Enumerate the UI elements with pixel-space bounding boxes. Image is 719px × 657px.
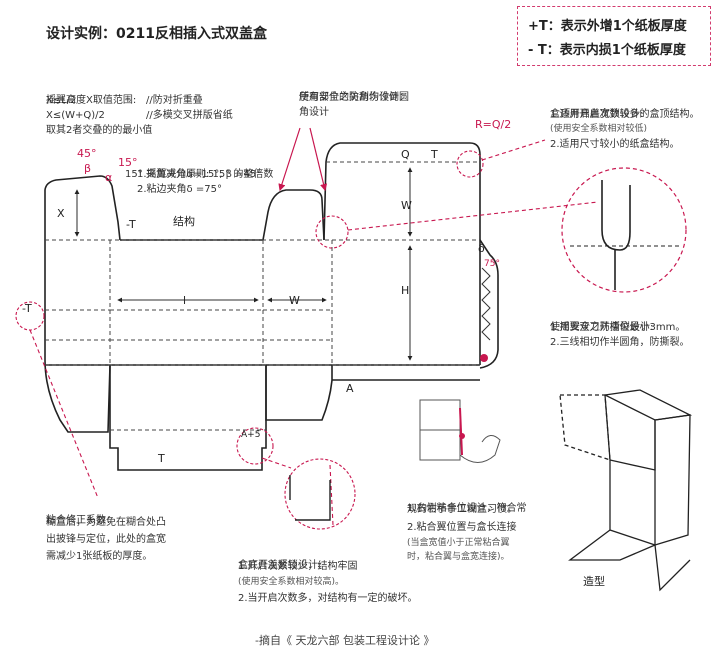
dieline-outline: [44, 142, 499, 471]
note-bottom: 盒底开盖紧锁设计: 1.开启次数较少，结构牢固 (使用安全系数相对较高)。 2.…: [238, 560, 418, 604]
label-height: H: [401, 284, 409, 297]
legend-plus-t: +T：表示外增1个纸板厚度: [528, 19, 687, 34]
label-a-plus-5: A+5: [241, 430, 260, 440]
label-45deg: 45°: [77, 147, 97, 160]
note-safety-corner: 使用安全之防刮伤设计： 所有部位的尖角均作倒圆 角设计: [299, 92, 409, 118]
label-t-bottom: T: [157, 452, 165, 465]
legend-minus-t: - T：表示内损1个纸板厚度: [528, 43, 686, 58]
label-15deg: 15°: [118, 156, 138, 169]
note-glue-position: 1.右侧粘合位设计，符合常 规的右手手工糊盒习惯。 2.粘合翼位置与盒长连接 (…: [407, 503, 527, 562]
label-x: X: [57, 207, 65, 220]
label-radius: R=Q/2: [475, 118, 511, 131]
callout-leaders: [29, 139, 599, 526]
label-width: W: [289, 294, 300, 307]
label-75deg: 75°: [484, 259, 500, 269]
note-flap-height: 摇翼高度X取值范围: X≤L/2 //防对折重叠 X≤(W+Q)/2 //多模交…: [46, 95, 233, 136]
note-angle: 15° 夹角减分原则: 15° 的整倍数 1.摇翼夹角α=15°, β =45°…: [125, 169, 274, 195]
credit: -摘自《 天龙六部 包装工程设计论 》: [255, 634, 435, 647]
legend-box: +T：表示外增1个纸板厚度 - T：表示内损1个纸板厚度: [517, 6, 711, 66]
label-t: T: [430, 148, 438, 161]
label-minus-t: -T: [126, 218, 136, 231]
glue-tab-zigzag: [481, 267, 491, 341]
note-top-lid: 盒顶开启盖宽锁设计: 1.适用开启次数较多的盒顶结构。 (使用安全系数相对较低)…: [550, 109, 700, 150]
label-w-top: W: [401, 199, 412, 212]
glue-dot: [480, 354, 488, 362]
label-q: Q: [401, 148, 410, 161]
callout-circles: [15, 150, 484, 530]
note-glue-fix: 粘合修正系数： 糊盒后，为避免在糊合处凸 出披锋与定位，此处的盒宽 需减少1张纸…: [46, 515, 166, 562]
note-tear: 使用安全之防撕裂设计: 1.摇翼双刀开槽位最小3mm。 2.三线相切作半圆角，防…: [550, 322, 690, 348]
detail-lid: [561, 167, 687, 293]
label-minus-t-left: -T: [22, 302, 32, 315]
page-title: 设计实例：0211反相插入式双盖盒: [46, 26, 267, 42]
label-shape: 造型: [583, 574, 605, 588]
label-length: l: [183, 294, 186, 307]
box-3d-shape: [559, 389, 693, 592]
label-beta: β: [84, 162, 91, 175]
label-a: A: [346, 382, 354, 395]
glue-hand-illustration: [419, 399, 501, 463]
fold-lines: [45, 161, 480, 431]
label-alpha: α: [105, 171, 112, 184]
label-delta: δ: [478, 242, 485, 255]
detail-bottom-lock: [289, 475, 331, 521]
pointer-arrows: [278, 127, 328, 192]
label-structure: 结构: [173, 214, 195, 228]
